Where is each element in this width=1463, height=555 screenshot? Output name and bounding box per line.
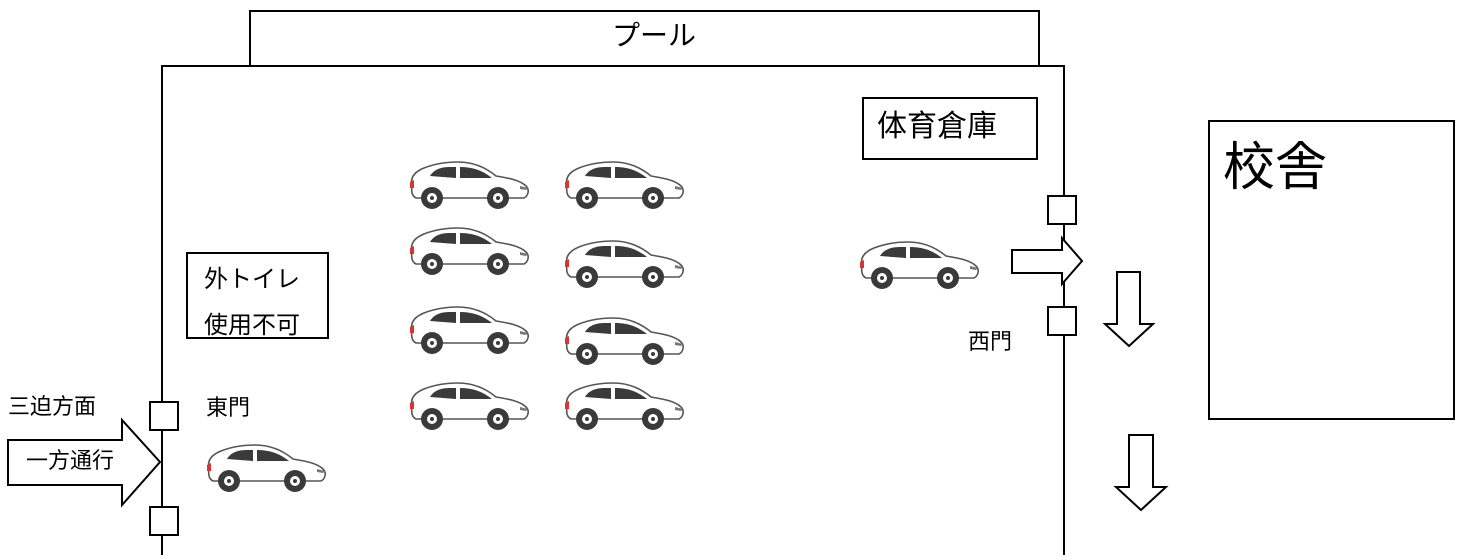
- pool-label: プール: [612, 19, 697, 52]
- car-icon: [206, 444, 326, 493]
- one-way-entry-arrow: [7, 417, 162, 508]
- car-icon: [564, 382, 684, 431]
- exit-down-arrow-lower: [1113, 434, 1169, 512]
- school-building-label: 校舎: [1223, 138, 1328, 198]
- car-icon: [564, 317, 684, 366]
- outdoor-toilet-box: [186, 252, 329, 339]
- car-icon: [409, 306, 529, 355]
- west-gate-post-bottom: [1047, 306, 1077, 336]
- from-direction-label: 三迫方面: [8, 395, 97, 420]
- one-way-label: 一方通行: [26, 449, 115, 474]
- car-icon: [409, 382, 529, 431]
- east-gate-post-bottom: [149, 506, 179, 536]
- car-icon: [409, 161, 529, 210]
- exit-down-arrow-upper: [1102, 271, 1156, 348]
- outdoor-toilet-label-line2: 使用不可: [204, 311, 300, 339]
- car-icon: [564, 161, 684, 210]
- car-icon: [409, 227, 529, 276]
- school-building-box: [1208, 120, 1455, 420]
- west-gate-post-top: [1047, 195, 1077, 225]
- car-icon: [564, 240, 684, 289]
- car-icon: [859, 241, 979, 290]
- parked-cars: [206, 161, 979, 493]
- gym-storage-label: 体育倉庫: [877, 109, 997, 144]
- west-gate-label: 西門: [968, 330, 1013, 355]
- exit-right-arrow: [1011, 235, 1084, 287]
- east-gate-label: 東門: [206, 396, 251, 421]
- outdoor-toilet-label-line1: 外トイレ: [204, 265, 300, 293]
- east-gate-post-top: [149, 401, 179, 431]
- gym-storage-box: [862, 97, 1038, 160]
- pool-box: [249, 10, 1040, 66]
